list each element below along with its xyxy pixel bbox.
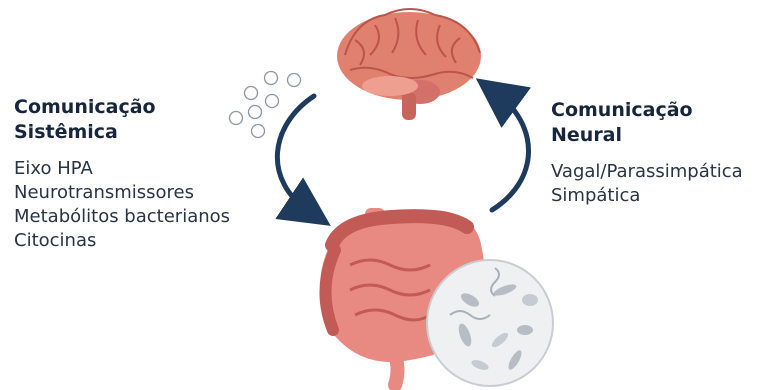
systemic-title-line2: Sistêmica	[14, 120, 294, 145]
systemic-title-line1: Comunicação	[14, 95, 294, 120]
neural-item: Simpática	[551, 184, 783, 208]
systemic-item: Metabólitos bacterianos	[14, 205, 294, 229]
systemic-item: Eixo HPA	[14, 157, 294, 181]
neural-title: Comunicação Neural	[551, 98, 783, 148]
neural-communication-block: Comunicação Neural Vagal/Parassimpática …	[551, 98, 783, 208]
neural-items: Vagal/Parassimpática Simpática	[551, 160, 783, 208]
systemic-item: Neurotransmissores	[14, 181, 294, 205]
systemic-communication-block: Comunicação Sistêmica Eixo HPA Neurotran…	[14, 95, 294, 253]
neural-arrow	[492, 93, 529, 210]
systemic-title: Comunicação Sistêmica	[14, 95, 294, 145]
neural-title-line2: Neural	[551, 123, 783, 148]
systemic-items: Eixo HPA Neurotransmissores Metabólitos …	[14, 157, 294, 253]
microbiota-icon	[427, 260, 553, 386]
brain-icon	[337, 9, 481, 120]
neural-item: Vagal/Parassimpática	[551, 160, 783, 184]
neural-title-line1: Comunicação	[551, 98, 783, 123]
systemic-item: Citocinas	[14, 229, 294, 253]
